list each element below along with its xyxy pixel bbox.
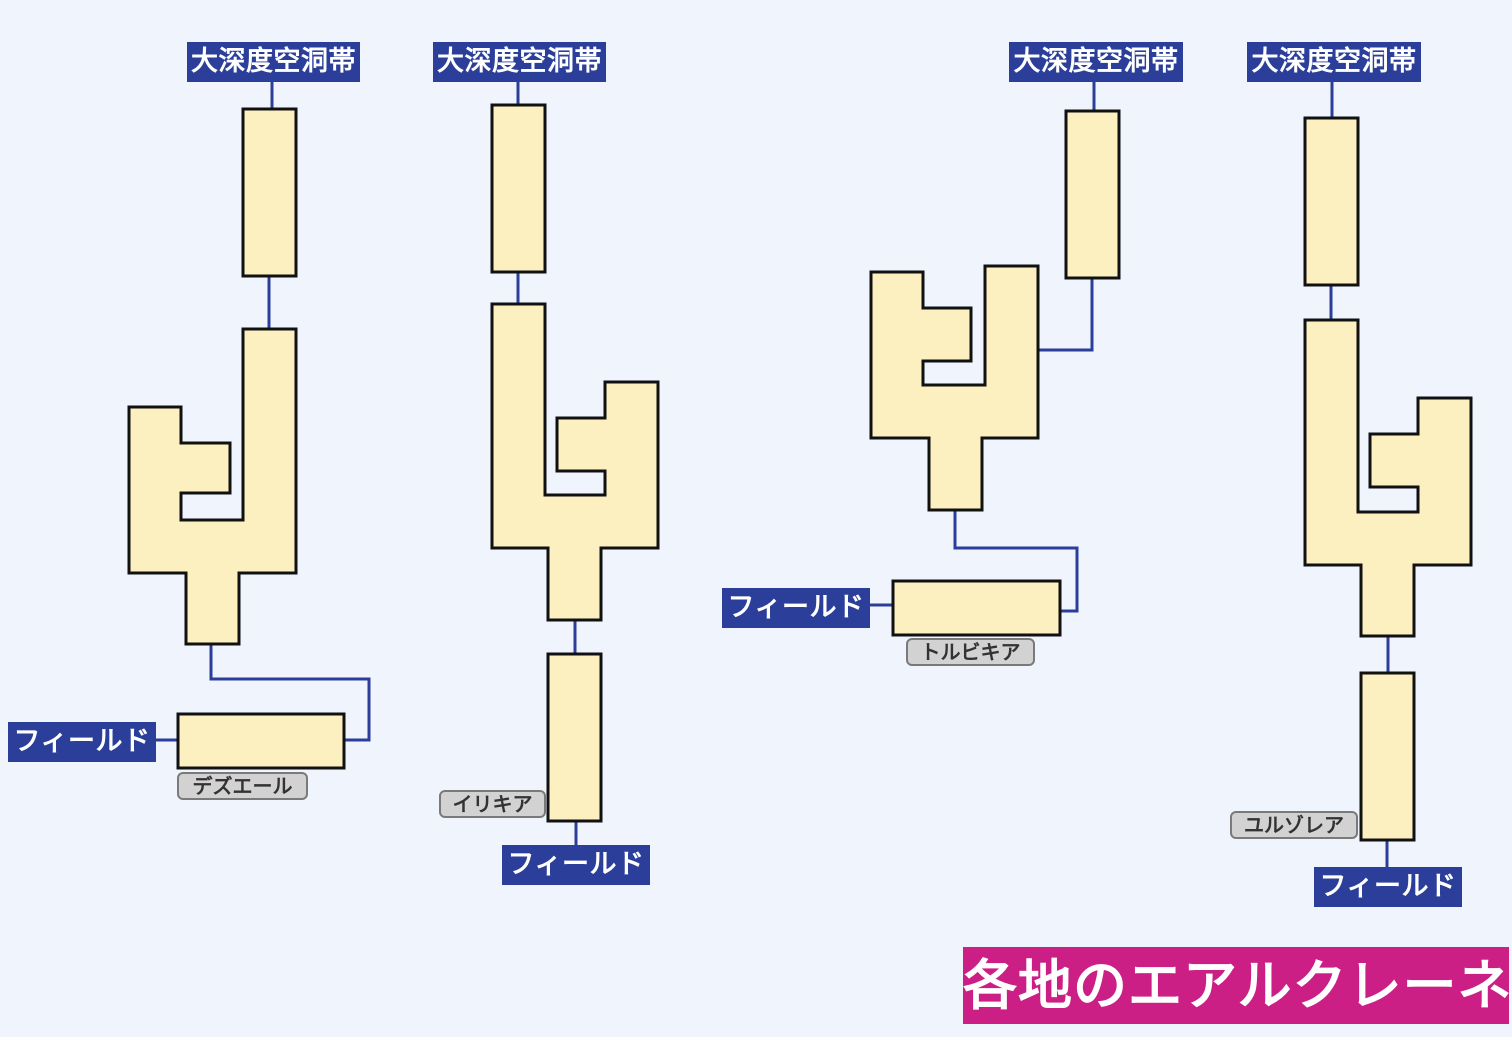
map-3 bbox=[869, 109, 1121, 637]
room-1-top bbox=[241, 107, 298, 278]
field-label-2: フィールド bbox=[502, 845, 650, 885]
room-4-main bbox=[1303, 318, 1473, 638]
link-1-bottom bbox=[209, 628, 371, 742]
top-label-2: 大深度空洞帯 bbox=[433, 42, 606, 82]
link-3-side bbox=[1027, 268, 1094, 352]
field-label-3: フィールド bbox=[722, 588, 870, 628]
map-1 bbox=[127, 107, 346, 770]
top-label-1: 大深度空洞帯 bbox=[187, 42, 360, 82]
room-3-end bbox=[891, 579, 1062, 637]
field-label-1: フィールド bbox=[8, 722, 156, 762]
room-4-top bbox=[1303, 116, 1360, 287]
room-2-main bbox=[490, 302, 660, 622]
room-1-end bbox=[176, 712, 346, 770]
top-label-4: 大深度空洞帯 bbox=[1247, 42, 1421, 82]
room-1-main bbox=[127, 327, 298, 646]
room-2-top bbox=[490, 103, 547, 274]
room-3-main bbox=[869, 264, 1040, 512]
location-label-irikia: イリキア bbox=[439, 790, 546, 818]
map-4 bbox=[1303, 116, 1473, 842]
location-label-dezuel: デズエール bbox=[177, 772, 308, 800]
room-2-end bbox=[546, 652, 603, 823]
field-label-4: フィールド bbox=[1314, 867, 1462, 907]
top-label-3: 大深度空洞帯 bbox=[1009, 42, 1183, 82]
location-label-torubikia: トルビキア bbox=[906, 638, 1035, 666]
room-3-top bbox=[1064, 109, 1121, 280]
page-title: 各地のエアルクレーネ bbox=[963, 947, 1511, 1024]
map-2 bbox=[490, 103, 660, 823]
location-label-yuruzorea: ユルゾレア bbox=[1230, 811, 1358, 839]
link-3-bottom bbox=[953, 495, 1079, 613]
room-4-end bbox=[1359, 671, 1416, 842]
